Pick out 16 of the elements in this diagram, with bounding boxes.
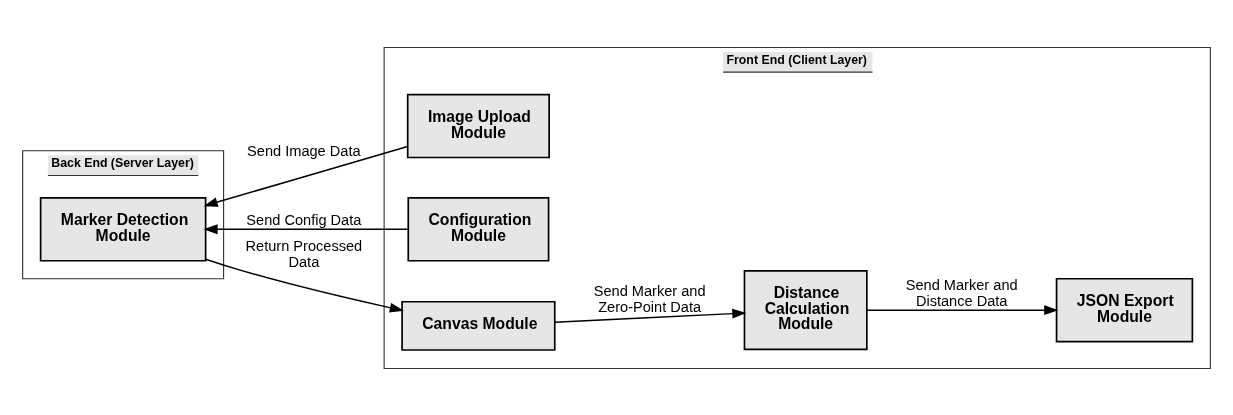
node-box: Image Upload Module [406,93,550,158]
node-box: Canvas Module [401,300,556,351]
node-box: Marker Detection Module [39,196,207,262]
arrow [554,308,747,323]
edge-label: Send Config Data [246,211,362,228]
node-box: Configuration Module [407,196,550,262]
arrow [866,304,1059,315]
edge-label: Send Image Data [247,142,361,159]
arrow [205,257,404,313]
arrow [203,223,409,234]
edge-label: Return Processed Data [245,237,363,270]
edge-label: Send Marker and Distance Data [905,276,1018,309]
arrow [203,145,409,207]
node-box: JSON Export Module [1055,277,1194,342]
edge-label: Send Marker and Zero-Point Data [593,282,706,315]
node-box: Distance Calculation Module [743,269,868,350]
